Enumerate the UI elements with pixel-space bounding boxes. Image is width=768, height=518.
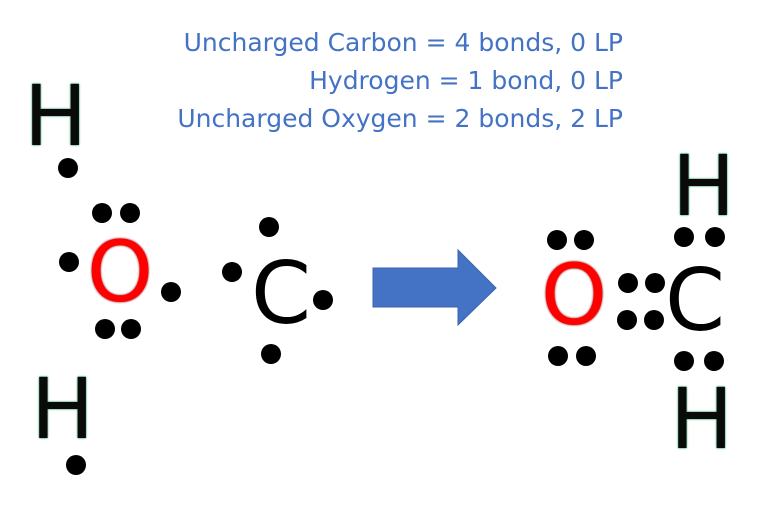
product-oxygen: O <box>540 246 608 344</box>
rule-carbon: Uncharged Carbon = 4 bonds, 0 LP <box>183 28 623 57</box>
electron-dot <box>574 230 594 250</box>
reactant-oxygen: O <box>86 223 154 321</box>
electron-dot <box>58 158 78 178</box>
reaction-arrow-icon <box>372 248 497 327</box>
electron-dot <box>222 262 242 282</box>
electron-dot <box>120 203 140 223</box>
valence-rules: Uncharged Carbon = 4 bonds, 0 LP Hydroge… <box>177 24 623 138</box>
product-carbon: C <box>664 251 726 351</box>
product-hydrogen-bottom: H <box>670 370 734 468</box>
bond-electron-dot <box>617 310 637 330</box>
reactant-hydrogen-top: H <box>24 67 88 165</box>
electron-dot <box>95 319 115 339</box>
bond-electron-dot <box>644 310 664 330</box>
product-hydrogen-top: H <box>672 137 736 235</box>
bond-electron-dot <box>674 227 694 247</box>
bond-electron-dot <box>704 351 724 371</box>
rule-oxygen: Uncharged Oxygen = 2 bonds, 2 LP <box>177 104 623 133</box>
electron-dot <box>161 282 181 302</box>
electron-dot <box>313 290 333 310</box>
electron-dot <box>261 344 281 364</box>
electron-dot <box>576 346 596 366</box>
bond-electron-dot <box>705 227 725 247</box>
electron-dot <box>548 346 568 366</box>
reactant-hydrogen-bottom: H <box>31 360 95 458</box>
bond-electron-dot <box>674 351 694 371</box>
electron-dot <box>92 203 112 223</box>
electron-dot <box>59 252 79 272</box>
bond-electron-dot <box>645 273 665 293</box>
reactant-carbon: C <box>250 244 312 344</box>
electron-dot <box>121 319 141 339</box>
bond-electron-dot <box>618 273 638 293</box>
electron-dot <box>66 455 86 475</box>
electron-dot <box>259 217 279 237</box>
electron-dot <box>547 230 567 250</box>
rule-hydrogen: Hydrogen = 1 bond, 0 LP <box>309 66 623 95</box>
